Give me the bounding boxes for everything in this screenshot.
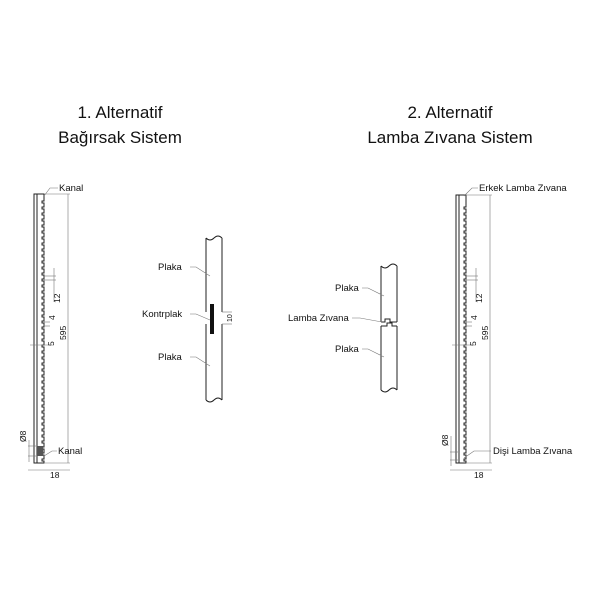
left-dim-tooth: 4 [47, 315, 57, 320]
left-title-line2: Bağırsak Sistem [58, 128, 182, 147]
left-bottom-channel [37, 446, 43, 456]
right-dim-thickness: 18 [474, 470, 484, 480]
right-dim-diameter: Ø8 [440, 434, 450, 446]
right-joint-detail: Plaka Lamba Zıvana Plaka [288, 263, 398, 393]
right-dim-depth: 5 [468, 341, 478, 346]
right-label-top: Erkek Lamba Zıvana [479, 183, 567, 194]
left-joint-detail: 10 Plaka Kontrplak Plaka [142, 235, 234, 403]
left-joint-label-plate-bottom: Plaka [158, 352, 182, 363]
right-panel-profile [455, 194, 467, 464]
right-label-bottom: Dişi Lamba Zıvana [493, 446, 573, 457]
right-title-line2: Lamba Zıvana Sistem [367, 128, 532, 147]
left-joint-label-plate-top: Plaka [158, 262, 182, 273]
right-dim-height: 595 [480, 326, 490, 340]
left-panel-section: 595 12 4 5 Ø8 18 Kanal Kanal [18, 183, 83, 480]
left-panel-profile [33, 193, 45, 464]
left-dim-diameter: Ø8 [18, 430, 28, 442]
left-dim-depth: 5 [46, 341, 56, 346]
left-label-bottom: Kanal [58, 446, 82, 457]
left-dim-thickness: 18 [50, 470, 60, 480]
left-dim-height: 595 [58, 326, 68, 340]
left-joint-label-kontrplak: Kontrplak [142, 309, 182, 320]
right-dim-tooth: 4 [469, 315, 479, 320]
right-panel-section: 595 12 4 5 Ø8 18 Erkek Lamba Zıvana Dişi… [440, 183, 573, 480]
right-joint-label-plate-top: Plaka [335, 283, 359, 294]
left-title-line1: 1. Alternatif [77, 103, 162, 122]
right-joint-label-lamba: Lamba Zıvana [288, 313, 349, 324]
left-dim-joint: 10 [227, 314, 234, 322]
right-dim-pitch: 12 [474, 293, 484, 303]
left-label-top: Kanal [59, 183, 83, 194]
left-dim-pitch: 12 [52, 293, 62, 303]
right-title-line1: 2. Alternatif [407, 103, 492, 122]
right-joint-label-plate-bottom: Plaka [335, 344, 359, 355]
